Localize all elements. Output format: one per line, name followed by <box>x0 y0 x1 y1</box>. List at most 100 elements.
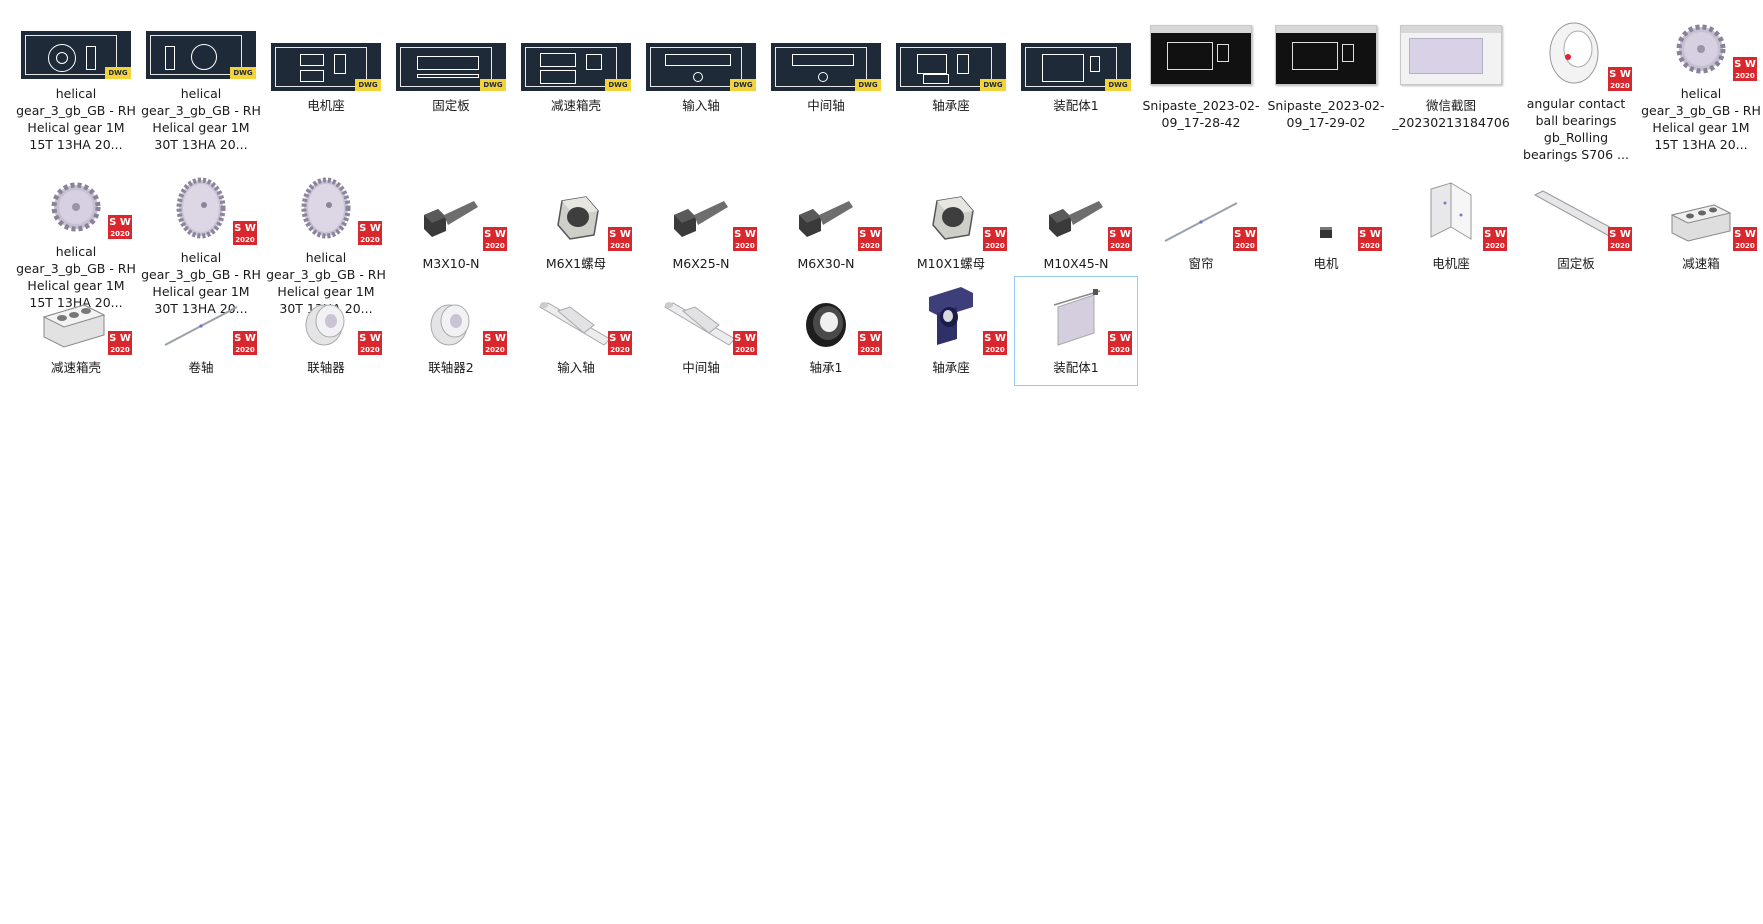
file-thumbnail: DWG <box>270 17 382 93</box>
file-name: 减速箱壳 <box>50 360 101 375</box>
file-name: 轴承座 <box>932 98 970 113</box>
file-name: 窗帘 <box>1188 256 1214 271</box>
gear-large-part-icon <box>293 175 359 245</box>
dwg-thumbnail: DWG <box>1021 43 1131 91</box>
file-item[interactable]: Snipaste_2023-02-09_17-29-02 <box>1264 14 1388 154</box>
dwg-thumbnail: DWG <box>271 43 381 91</box>
file-item[interactable]: DWG 装配体1 <box>1014 14 1138 154</box>
file-name: helical gear_3_gb_GB - RH Helical gear 1… <box>1641 86 1761 152</box>
file-name: 联轴器 <box>307 360 345 375</box>
dwg-badge: DWG <box>855 79 881 91</box>
dwg-badge: DWG <box>355 79 381 91</box>
file-name: M10X45-N <box>1043 256 1109 271</box>
bolt-part-icon <box>791 191 861 251</box>
file-name: 固定板 <box>1557 256 1595 271</box>
bearing-dark-part-icon <box>798 295 854 355</box>
coupling-part-icon <box>298 295 354 355</box>
file-name: 电机座 <box>307 98 345 113</box>
file-name: M3X10-N <box>422 256 480 271</box>
dwg-badge: DWG <box>605 79 631 91</box>
file-item[interactable]: DWG 电机座 <box>264 14 388 154</box>
dwg-thumbnail: DWG <box>396 43 506 91</box>
file-thumbnail: DWG <box>20 17 132 81</box>
file-item[interactable]: Snipaste_2023-02-09_17-28-42 <box>1139 14 1263 154</box>
file-name: 联轴器2 <box>428 360 474 375</box>
file-thumbnail: DWG <box>145 17 257 81</box>
rod-part-icon <box>1161 197 1241 251</box>
dwg-badge: DWG <box>730 79 756 91</box>
dwg-badge: DWG <box>480 79 506 91</box>
file-name: 装配体1 <box>1053 98 1099 113</box>
dwg-thumbnail: DWG <box>646 43 756 91</box>
file-name: 卷轴 <box>188 360 214 375</box>
file-thumbnail: DWG <box>645 17 757 93</box>
coupling-part-icon <box>423 295 479 355</box>
file-name: 中间轴 <box>682 360 720 375</box>
file-thumbnail <box>1270 17 1382 93</box>
bolt-part-icon <box>666 191 736 251</box>
dwg-badge: DWG <box>230 67 256 79</box>
file-name: 输入轴 <box>557 360 595 375</box>
file-name: 轴承1 <box>809 360 843 375</box>
file-name: M6X30-N <box>797 256 855 271</box>
file-thumbnail: DWG <box>1020 17 1132 93</box>
file-item[interactable]: 微信截图_20230213184706 <box>1389 14 1513 154</box>
